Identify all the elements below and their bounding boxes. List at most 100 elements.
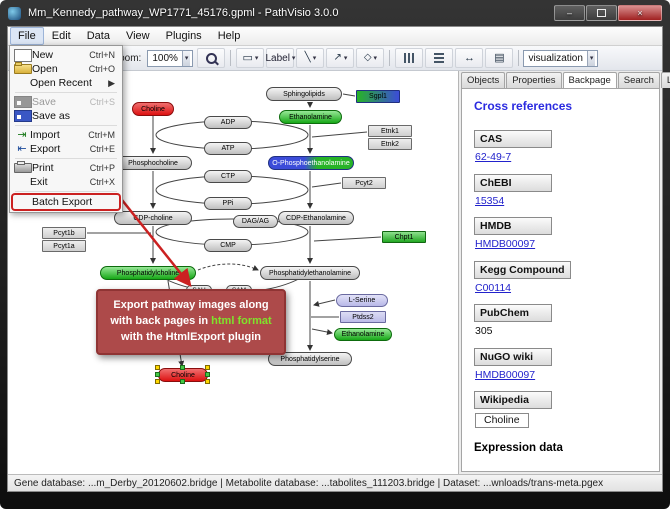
visualization-combo[interactable]: visualization▾ xyxy=(523,49,599,67)
pathway-node-dag-ag[interactable]: DAG/AG xyxy=(233,215,278,228)
selection-handle[interactable] xyxy=(155,379,160,384)
stack-icon xyxy=(494,53,504,64)
menu-edit[interactable]: Edit xyxy=(51,30,71,42)
file-menu-item-batch-export[interactable]: Batch Export xyxy=(13,195,119,209)
file-menu-item-save-as[interactable]: Save as xyxy=(11,109,121,123)
file-menu-item-import[interactable]: Import Ctrl+M xyxy=(11,128,121,142)
fit-zoom-button[interactable] xyxy=(197,48,226,68)
pathway-node-adp[interactable]: ADP xyxy=(204,116,252,129)
fit-zoom-icon xyxy=(205,52,217,64)
label-tool-button[interactable]: Label▾ xyxy=(265,48,295,68)
selection-handle[interactable] xyxy=(155,372,160,377)
ref-value-chebi[interactable]: 15354 xyxy=(475,194,505,207)
pathway-node-phosphocholine[interactable]: Phosphocholine xyxy=(114,156,192,170)
new-datanode-button[interactable]: ▾ xyxy=(236,48,265,68)
ref-value-hmdb[interactable]: HMDB00097 xyxy=(475,238,536,250)
menu-item-label: Import xyxy=(30,129,60,141)
toolbar-separator xyxy=(518,50,520,66)
pathway-node-cdp-choline[interactable]: CDP-choline xyxy=(114,211,192,225)
pathway-node-etnk2[interactable]: Etnk2 xyxy=(368,138,412,150)
menu-data[interactable]: Data xyxy=(86,30,110,42)
file-menu-item-open-recent[interactable]: Open Recent▶ xyxy=(11,76,121,90)
selection-handle[interactable] xyxy=(205,365,210,370)
ref-value-nugo-wiki[interactable]: HMDB00097 xyxy=(475,368,536,381)
align-horizontal-icon xyxy=(404,53,415,63)
annotation-callout: Export pathway images along with back pa… xyxy=(96,289,286,355)
pathway-node-ctp[interactable]: CTP xyxy=(204,170,252,183)
zoom-combo[interactable]: 100%▾ xyxy=(147,49,194,67)
menu-file[interactable]: File xyxy=(10,27,44,45)
ref-value-cas[interactable]: 62-49-7 xyxy=(475,151,512,163)
ref-value-kegg-compound[interactable]: C00114 xyxy=(475,281,512,294)
pathway-node-o-phosphoethanolamine[interactable]: O-Phosphoethanolamine xyxy=(268,156,354,170)
tab-legend[interactable]: Legend xyxy=(660,72,670,88)
pathway-node-pcyt2[interactable]: Pcyt2 xyxy=(342,177,386,189)
selection-handle[interactable] xyxy=(205,372,210,377)
pathway-node-phosphatidylethanolamine[interactable]: Phosphatidylethanolamine xyxy=(260,266,360,280)
distribute-button[interactable] xyxy=(455,48,484,68)
ref-header-chebi: ChEBI xyxy=(474,173,552,192)
chevron-down-icon: ▾ xyxy=(312,55,317,62)
menu-view[interactable]: View xyxy=(125,30,150,42)
expression-data-title: Expression data xyxy=(474,441,563,454)
pathway-node-etnk1[interactable]: Etnk1 xyxy=(368,125,412,137)
line-tool-icon xyxy=(305,53,311,63)
toolbar-separator xyxy=(230,50,232,66)
align-horizontal-button[interactable] xyxy=(395,48,424,68)
pathway-node-phosphatidylcholine[interactable]: Phosphatidylcholine xyxy=(100,266,196,280)
selection-handle[interactable] xyxy=(155,365,160,370)
menu-plugins[interactable]: Plugins xyxy=(165,30,202,42)
ref-value-wikipedia[interactable]: Choline xyxy=(475,413,529,428)
pathway-node-chpt1[interactable]: Chpt1 xyxy=(382,231,426,243)
menu-separator xyxy=(15,191,117,192)
minimize-button[interactable]: – xyxy=(554,5,585,21)
menu-item-shortcut: Ctrl+X xyxy=(89,177,115,187)
close-button[interactable]: × xyxy=(618,5,662,21)
menu-item-label: New xyxy=(32,49,54,61)
shape-tool-icon xyxy=(364,53,372,63)
line-tool-button[interactable]: ▾ xyxy=(296,48,325,68)
pathway-node-pcyt1b[interactable]: Pcyt1b xyxy=(42,227,86,239)
export-icon xyxy=(14,144,30,155)
align-vertical-button[interactable] xyxy=(425,48,454,68)
menu-help[interactable]: Help xyxy=(217,30,241,42)
menu-bar: File Edit Data View Plugins Help xyxy=(8,27,662,46)
pathway-node-ppi[interactable]: PPi xyxy=(204,197,252,210)
arrow-tool-button[interactable]: ▾ xyxy=(326,48,355,68)
ref-header-pubchem: PubChem xyxy=(474,304,552,322)
combo-value: 100% xyxy=(152,52,178,64)
pathway-node-choline[interactable]: Choline xyxy=(132,102,174,116)
pathway-node-cmp[interactable]: CMP xyxy=(204,239,252,252)
pathway-node-sgpl1[interactable]: Sgpl1 xyxy=(356,90,400,103)
selection-handle[interactable] xyxy=(180,379,185,384)
combo-value: visualization xyxy=(528,52,583,64)
pathway-node-cdp-ethanolamine[interactable]: CDP-Ethanolamine xyxy=(278,211,354,225)
pathway-node-l-serine[interactable]: L-Serine xyxy=(336,294,388,307)
sidebar-tabs: ObjectsPropertiesBackpageSearchLegend xyxy=(459,71,670,88)
shape-tool-button[interactable]: ▾ xyxy=(356,48,385,68)
tab-objects[interactable]: Objects xyxy=(461,72,506,88)
selection-handle[interactable] xyxy=(205,379,210,384)
tab-properties[interactable]: Properties xyxy=(506,72,562,88)
tab-search[interactable]: Search xyxy=(617,72,660,88)
pathway-node-sphingolipids[interactable]: Sphingolipids xyxy=(266,87,342,101)
pathway-node-ethanolamine[interactable]: Ethanolamine xyxy=(334,328,392,341)
menu-item-shortcut: Ctrl+M xyxy=(88,130,115,140)
stack-button[interactable] xyxy=(485,48,514,68)
menu-separator xyxy=(15,125,117,126)
pathway-node-ethanolamine[interactable]: Ethanolamine xyxy=(279,110,342,124)
pathway-node-ptdss2[interactable]: Ptdss2 xyxy=(340,311,386,323)
pathway-node-phosphatidylserine[interactable]: Phosphatidylserine xyxy=(268,352,352,366)
maximize-button[interactable] xyxy=(586,5,617,21)
pathway-node-atp[interactable]: ATP xyxy=(204,142,252,155)
selection-handle[interactable] xyxy=(180,365,185,370)
tab-backpage[interactable]: Backpage xyxy=(562,72,617,88)
pathway-node-pcyt1a[interactable]: Pcyt1a xyxy=(42,240,86,252)
